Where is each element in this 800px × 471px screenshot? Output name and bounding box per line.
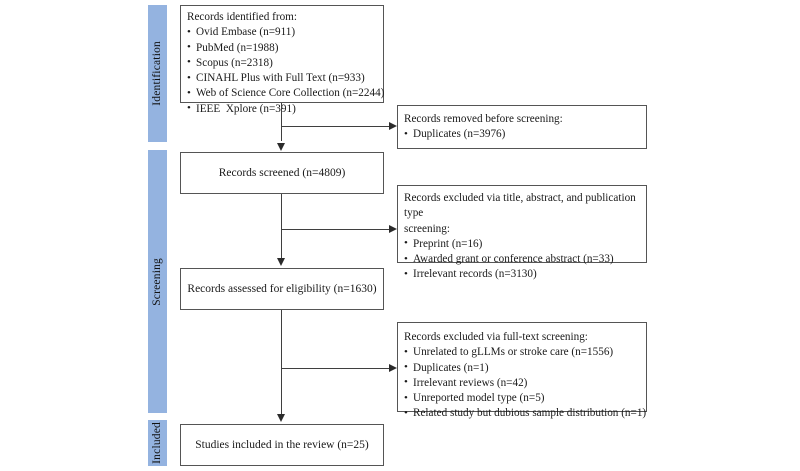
list-item: Ovid Embase (n=911): [187, 25, 378, 40]
box-records-identified-title: Records identified from:: [187, 11, 297, 23]
arrow-screened-to-assessed: [276, 258, 285, 266]
list-item: Preprint (n=16): [404, 236, 641, 252]
arrow-screened-to-excluded: [389, 224, 397, 233]
arrow-identified-to-removed: [389, 121, 397, 130]
box-records-assessed-eligibility-title: Records assessed for eligibility (n=1630…: [187, 283, 377, 295]
connector-assessed-to-excluded-fulltext: [281, 368, 389, 369]
list-item: Duplicates (n=1): [404, 360, 641, 376]
list-item: Unrelated to gLLMs or stroke care (n=155…: [404, 345, 641, 360]
box-records-removed-before-screening: Records removed before screening: Duplic…: [397, 105, 647, 149]
list-item: Irrelevant reviews (n=42): [404, 375, 641, 391]
box-records-screened: Records screened (n=4809): [180, 152, 384, 194]
connector-identified-to-screened: [281, 103, 282, 141]
box-records-assessed-eligibility: Records assessed for eligibility (n=1630…: [180, 268, 384, 310]
stage-label-included: Included: [150, 422, 163, 464]
list-item: Unreported model type (n=5): [404, 391, 641, 406]
box-records-identified: Records identified from: Ovid Embase (n=…: [180, 5, 384, 116]
list-item: Scopus (n=2318): [187, 55, 378, 71]
box-records-excluded-title-abstract-title: Records excluded via title, abstract, an…: [404, 192, 636, 235]
box-records-screened-title: Records screened (n=4809): [218, 167, 346, 179]
connector-screened-to-excluded: [281, 229, 389, 230]
stage-label-identification: Identification: [150, 41, 163, 106]
list-item: Awarded grant or conference abstract (n=…: [404, 252, 641, 267]
box-records-identified-list: Ovid Embase (n=911) PubMed (n=1988) Scop…: [187, 25, 384, 117]
connector-assessed-to-included: [281, 310, 282, 414]
connector-screened-to-assessed: [281, 194, 282, 258]
list-item: Irrelevant records (n=3130): [404, 267, 641, 282]
box-records-excluded-fulltext-list: Unrelated to gLLMs or stroke care (n=155…: [404, 345, 646, 421]
list-item: Duplicates (n=3976): [404, 127, 641, 142]
stage-band-included: Included: [148, 420, 167, 466]
list-item: CINAHL Plus with Full Text (n=933): [187, 71, 378, 86]
stage-band-screening: Screening: [148, 150, 167, 413]
list-item: Related study but dubious sample distrib…: [404, 406, 646, 421]
stage-label-screening: Screening: [150, 257, 163, 306]
box-records-removed-list: Duplicates (n=3976): [404, 127, 641, 142]
box-records-removed-title: Records removed before screening:: [404, 113, 563, 125]
arrow-identified-to-screened: [276, 143, 285, 151]
arrow-assessed-to-included: [276, 414, 285, 422]
list-item: Web of Science Core Collection (n=2244): [187, 86, 384, 101]
arrow-assessed-to-excluded-fulltext: [389, 363, 397, 372]
box-records-excluded-title-abstract-list: Preprint (n=16) Awarded grant or confere…: [404, 236, 641, 283]
list-item: IEEE Xplore (n=391): [187, 101, 378, 117]
box-studies-included-title: Studies included in the review (n=25): [195, 439, 369, 451]
stage-band-identification: Identification: [148, 5, 167, 142]
box-records-excluded-fulltext: Records excluded via full-text screening…: [397, 322, 647, 421]
list-item: PubMed (n=1988): [187, 40, 378, 56]
box-records-excluded-fulltext-title: Records excluded via full-text screening…: [404, 331, 588, 343]
connector-identified-to-removed: [281, 126, 389, 127]
box-studies-included: Studies included in the review (n=25): [180, 424, 384, 466]
box-records-excluded-title-abstract: Records excluded via title, abstract, an…: [397, 185, 647, 282]
